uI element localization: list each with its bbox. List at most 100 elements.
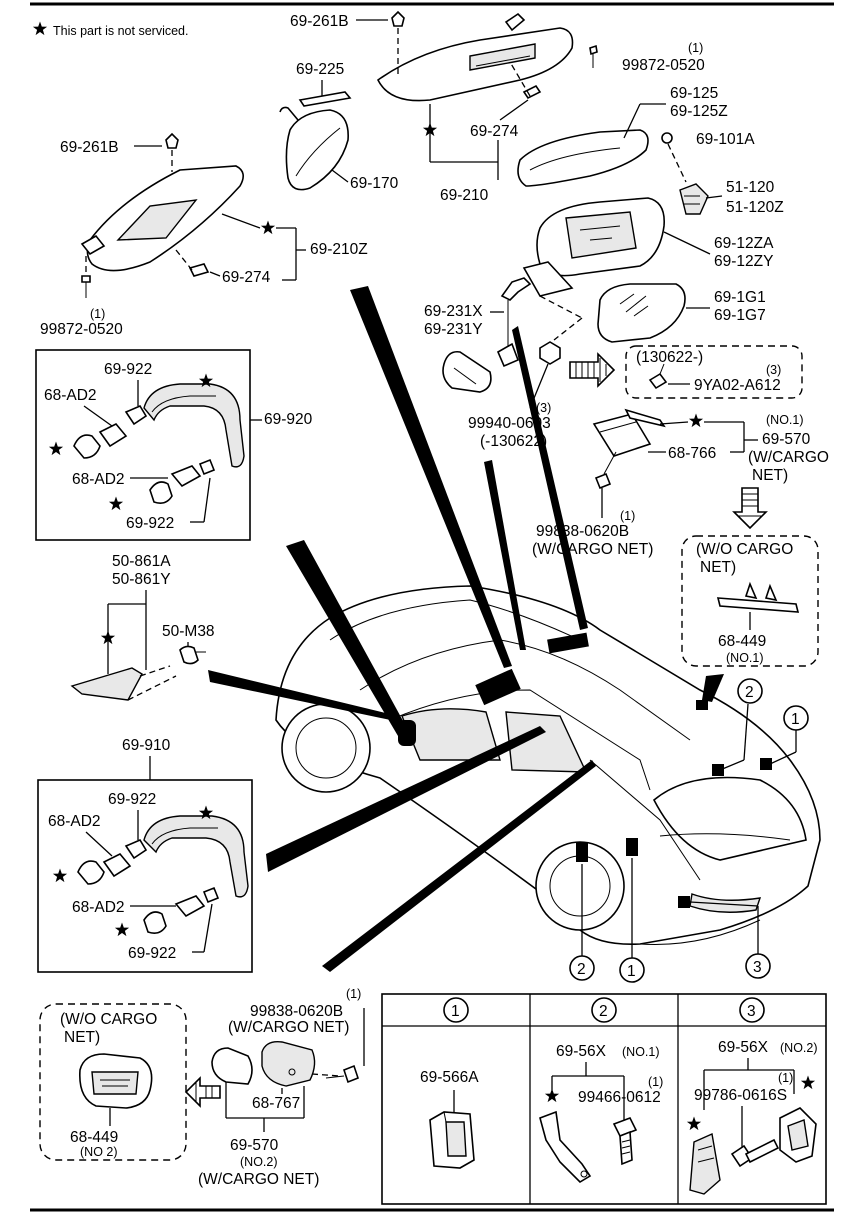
- label-99872-0520-left: 99872-0520: [40, 321, 123, 338]
- label-99466-0612: 99466-0612: [578, 1089, 661, 1106]
- car-part-hook-1: [626, 838, 638, 856]
- label-69-210Z: 69-210Z: [310, 241, 368, 258]
- turn-lamp-51-120: [679, 183, 709, 215]
- label-69-910: 69-910: [122, 737, 171, 754]
- pointer-wedge-mirror: [350, 286, 512, 668]
- pointer-wedge-grip-920: [286, 540, 408, 736]
- cap-a: [73, 434, 101, 459]
- quarter-garnish-50-861A: [70, 667, 143, 701]
- label-68-AD2-c: 68-AD2: [48, 813, 101, 830]
- pointer-wedge-grip-910: [266, 726, 546, 872]
- label-wo-cargo-net-b1: (W/O CARGO: [60, 1011, 157, 1028]
- label-wo-cargo-net-a2: NET): [700, 559, 736, 576]
- box-assist-grip-69-910: [37, 779, 253, 973]
- label-69-922-d: 69-922: [128, 945, 176, 962]
- screw-99872-top: [589, 44, 598, 68]
- table-callout-3-text: 3: [747, 1003, 756, 1020]
- box-assist-grip-69-920: [35, 349, 251, 541]
- label-69-261B-top: 69-261B: [290, 13, 349, 30]
- car-part-visor: [547, 632, 589, 654]
- pointer-wedge-cargo-hook: [322, 760, 596, 972]
- label-69-101A: 69-101A: [696, 131, 755, 148]
- clip-69-922-a: [124, 404, 148, 426]
- door-mirror-69-12ZA: [522, 197, 665, 297]
- pointer-wedge-cover: [702, 674, 724, 702]
- label-99838-0620B-a: 99838-0620B: [536, 523, 629, 540]
- label-9YA02-A612: 9YA02-A612: [694, 377, 781, 394]
- label-69-231Y: 69-231Y: [424, 321, 483, 338]
- mirror-cover-69-125: [517, 129, 649, 187]
- qty-99838-b: (1): [346, 987, 361, 1001]
- mirror-garnish-clip: [442, 350, 492, 393]
- label-69-566A: 69-566A: [420, 1069, 479, 1086]
- clip-50-M38: [179, 645, 206, 665]
- label-69-920: 69-920: [264, 411, 313, 428]
- label-69-56X-no2: 69-56X: [718, 1039, 769, 1056]
- screw-99838-0620B-b: [325, 1064, 359, 1084]
- rear-view-mirror-69-170: [279, 106, 349, 191]
- cap-c: [77, 860, 105, 885]
- car-part-hook-2b: [712, 764, 724, 776]
- visor-holder-69-274-left: [188, 263, 210, 277]
- star-icon-69-210Z: [260, 220, 276, 235]
- screw-99838-0620B-a: [594, 451, 617, 490]
- label-50-861A: 50-861A: [112, 553, 171, 570]
- label-69-12ZA: 69-12ZA: [714, 235, 774, 252]
- cargo-hook-68-767: [261, 1041, 316, 1087]
- star-icon-69-570: [688, 413, 704, 428]
- cap-b: [149, 481, 173, 504]
- qty-99838-a: (1): [620, 509, 635, 523]
- qty-99872-top: (1): [688, 41, 703, 55]
- visor-holder-69-274-top: [522, 84, 542, 100]
- callout-1-bottom-text: 1: [627, 963, 636, 980]
- label-69-570-a: 69-570: [762, 431, 811, 448]
- label-69-1G7: 69-1G7: [714, 307, 766, 324]
- label-69-170: 69-170: [350, 175, 399, 192]
- label-69-922-c: 69-922: [108, 791, 156, 808]
- car-part-hook-2: [576, 842, 588, 862]
- table-callout-2-text: 2: [599, 1003, 608, 1020]
- cargo-hook-68-766: [592, 413, 652, 457]
- car-part-mirror: [475, 668, 521, 706]
- label-68-767: 68-767: [252, 1095, 300, 1112]
- label-no2-68-449: (NO 2): [80, 1145, 118, 1159]
- label-w-cargo-net-a2: NET): [752, 467, 788, 484]
- callout-1-car-text: 1: [791, 711, 800, 728]
- label-no1-69-570: (NO.1): [766, 413, 804, 427]
- star-icon-cap-a: [48, 441, 64, 456]
- hook-cover-69-56X-no2: [689, 1132, 721, 1195]
- label-69-12ZY: 69-12ZY: [714, 253, 773, 270]
- pointer-wedge-visor: [512, 326, 588, 630]
- label-no2-69-56X: (NO.2): [780, 1041, 818, 1055]
- label-68-AD2-a: 68-AD2: [44, 387, 97, 404]
- car-part-hook-top: [696, 700, 708, 710]
- cover-68-449-no1: [716, 581, 800, 613]
- label-69-274-top: 69-274: [470, 123, 519, 140]
- bolt-99786-0616S: [730, 1138, 780, 1168]
- callout-3-bottom-text: 3: [753, 959, 762, 976]
- cover-68-AD2-a: [98, 423, 128, 448]
- label-69-231X: 69-231X: [424, 303, 483, 320]
- label-99872-0520-top: 99872-0520: [622, 57, 705, 74]
- star-icon-cap-c: [52, 868, 68, 883]
- label-w-cargo-net-d: (W/CARGO NET): [198, 1171, 319, 1188]
- label-69-225: 69-225: [296, 61, 344, 78]
- label-wo-cargo-net-b2: NET): [64, 1029, 100, 1046]
- sun-visor-right: [376, 12, 574, 102]
- hatched-arrow-left-icon: [184, 1076, 221, 1108]
- label-after-130622: (130622-): [636, 349, 703, 366]
- hook-69-56X-no2: [779, 1107, 817, 1163]
- label-wo-cargo-net-a1: (W/O CARGO: [696, 541, 793, 558]
- label-w-cargo-net-b: (W/CARGO NET): [532, 541, 653, 558]
- car-part-hook-1b: [760, 758, 772, 770]
- label-99786-0616S: 99786-0616S: [694, 1087, 787, 1104]
- label-69-922-b: 69-922: [126, 515, 174, 532]
- mirror-glass-69-1G1: [597, 283, 686, 343]
- table-callout-1-text: 1: [451, 1003, 460, 1020]
- qty-9YA02: (3): [766, 363, 781, 377]
- label-before-130622: (-130622): [480, 433, 547, 450]
- label-68-766: 68-766: [668, 445, 716, 462]
- cargo-hook-no2-cover: [211, 1047, 253, 1085]
- visor-clip-top: [391, 10, 405, 27]
